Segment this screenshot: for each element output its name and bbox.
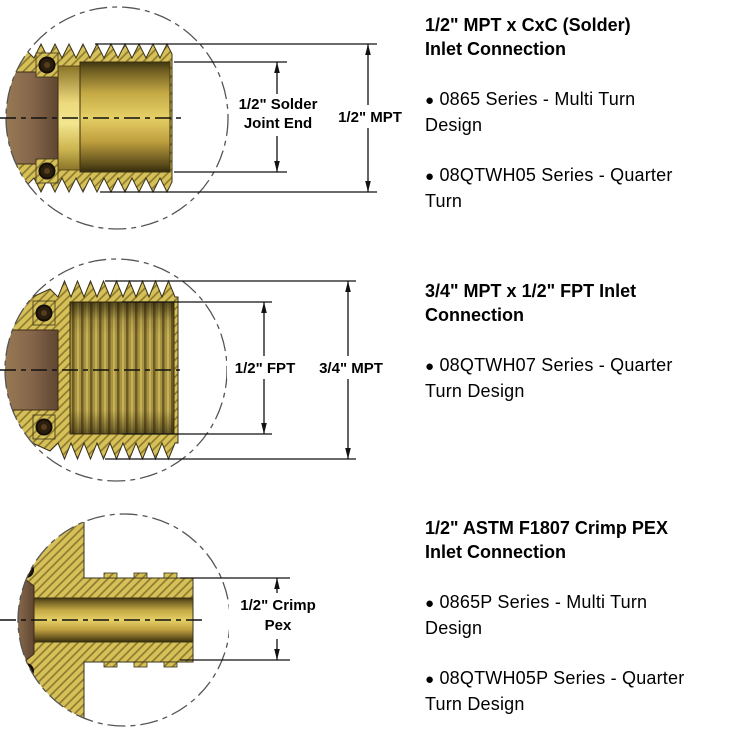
fitting-cutaway bbox=[5, 279, 179, 461]
bullet-icon: ● bbox=[425, 168, 435, 185]
bullet-item: ● 08QTWH05 Series - Quarter Turn bbox=[425, 163, 730, 213]
o-ring-top-core bbox=[41, 310, 47, 316]
o-ring-bottom-core bbox=[23, 668, 29, 674]
bullet-item: ● 08QTWH05P Series - Quarter Turn Design bbox=[425, 666, 730, 716]
heading-line: Connection bbox=[425, 305, 524, 325]
bullet-item: ● 08QTWH07 Series - Quarter Turn Design bbox=[425, 353, 730, 403]
o-ring-bottom-core bbox=[41, 424, 47, 430]
section-heading: 1/2" MPT x CxC (Solder) Inlet Connection bbox=[425, 13, 730, 61]
detail-view-circle bbox=[5, 6, 229, 230]
dimension-label: 1/2" Crimp bbox=[240, 597, 315, 614]
dimension-arrows bbox=[274, 578, 280, 660]
solder-cup bbox=[79, 61, 171, 173]
label-mask bbox=[230, 94, 326, 136]
pex-inlet-diagram: 1/2" Crimp Pex bbox=[0, 513, 327, 727]
bullet-item: ● 0865 Series - Multi Turn Design bbox=[425, 87, 730, 137]
section-fpt-text: 3/4" MPT x 1/2" FPT Inlet Connection ● 0… bbox=[425, 279, 730, 403]
dimension-arrows bbox=[261, 281, 351, 459]
bullet-text: 0865P Series - Multi Turn bbox=[439, 592, 648, 612]
inner-dimension-label: 1/2" FPT bbox=[235, 360, 295, 377]
bullet-line: Turn Design bbox=[425, 694, 525, 714]
label-mask bbox=[332, 105, 410, 128]
outer-dimension-label: 1/2" MPT bbox=[338, 109, 402, 126]
bullet-text: 08QTWH07 Series - Quarter bbox=[439, 355, 673, 375]
dimension-callouts bbox=[105, 280, 356, 460]
bullet-line: ● 0865P Series - Multi Turn bbox=[425, 590, 730, 616]
fpt-inlet-diagram: 1/2" FPT 3/4" MPT bbox=[0, 258, 390, 482]
section-solder-text: 1/2" MPT x CxC (Solder) Inlet Connection… bbox=[425, 13, 730, 213]
female-thread-bore-shading bbox=[70, 302, 174, 434]
bullet-line: Turn bbox=[425, 191, 463, 211]
bullet-text: 08QTWH05 Series - Quarter bbox=[439, 165, 673, 185]
label-mask bbox=[229, 593, 327, 639]
inner-dimension-label: 1/2" Solder bbox=[239, 96, 318, 113]
bullet-line: ● 0865 Series - Multi Turn bbox=[425, 87, 730, 113]
label-mask bbox=[310, 356, 390, 379]
o-ring-top bbox=[18, 562, 34, 578]
dimension-arrows bbox=[274, 44, 371, 192]
bullet-line: Turn Design bbox=[425, 381, 525, 401]
o-ring-bottom-core bbox=[44, 168, 50, 174]
section-heading: 3/4" MPT x 1/2" FPT Inlet Connection bbox=[425, 279, 730, 327]
inner-dimension-label: Joint End bbox=[244, 115, 312, 132]
bullet-line: Design bbox=[425, 618, 483, 638]
bullet-line: ● 08QTWH05P Series - Quarter bbox=[425, 666, 730, 692]
o-ring-top-core bbox=[44, 62, 50, 68]
heading-line: Inlet Connection bbox=[425, 39, 566, 59]
bullet-line: ● 08QTWH05 Series - Quarter bbox=[425, 163, 730, 189]
section-pex-text: 1/2" ASTM F1807 Crimp PEX Inlet Connecti… bbox=[425, 516, 730, 716]
bullet-icon: ● bbox=[425, 92, 435, 109]
label-mask bbox=[227, 356, 303, 379]
bullet-icon: ● bbox=[425, 358, 435, 375]
o-ring-top-core bbox=[23, 567, 29, 573]
dimension-label: Pex bbox=[265, 617, 292, 634]
bullet-icon: ● bbox=[425, 671, 435, 688]
pex-barbs bbox=[103, 572, 178, 668]
heading-line: 1/2" MPT x CxC (Solder) bbox=[425, 15, 631, 35]
section-heading: 1/2" ASTM F1807 Crimp PEX Inlet Connecti… bbox=[425, 516, 730, 564]
bullet-icon: ● bbox=[425, 595, 435, 612]
bullet-line: Design bbox=[425, 115, 483, 135]
heading-line: 3/4" MPT x 1/2" FPT Inlet bbox=[425, 281, 637, 301]
bullet-text: 0865 Series - Multi Turn bbox=[439, 89, 636, 109]
heading-line: Inlet Connection bbox=[425, 542, 566, 562]
outer-dimension-label: 3/4" MPT bbox=[319, 360, 383, 377]
heading-line: 1/2" ASTM F1807 Crimp PEX bbox=[425, 518, 668, 538]
solder-inlet-diagram: 1/2" Solder Joint End 1/2" MPT bbox=[0, 6, 410, 230]
bullet-line: ● 08QTWH07 Series - Quarter bbox=[425, 353, 730, 379]
bullet-text: 08QTWH05P Series - Quarter bbox=[439, 668, 685, 688]
bullet-item: ● 0865P Series - Multi Turn Design bbox=[425, 590, 730, 640]
